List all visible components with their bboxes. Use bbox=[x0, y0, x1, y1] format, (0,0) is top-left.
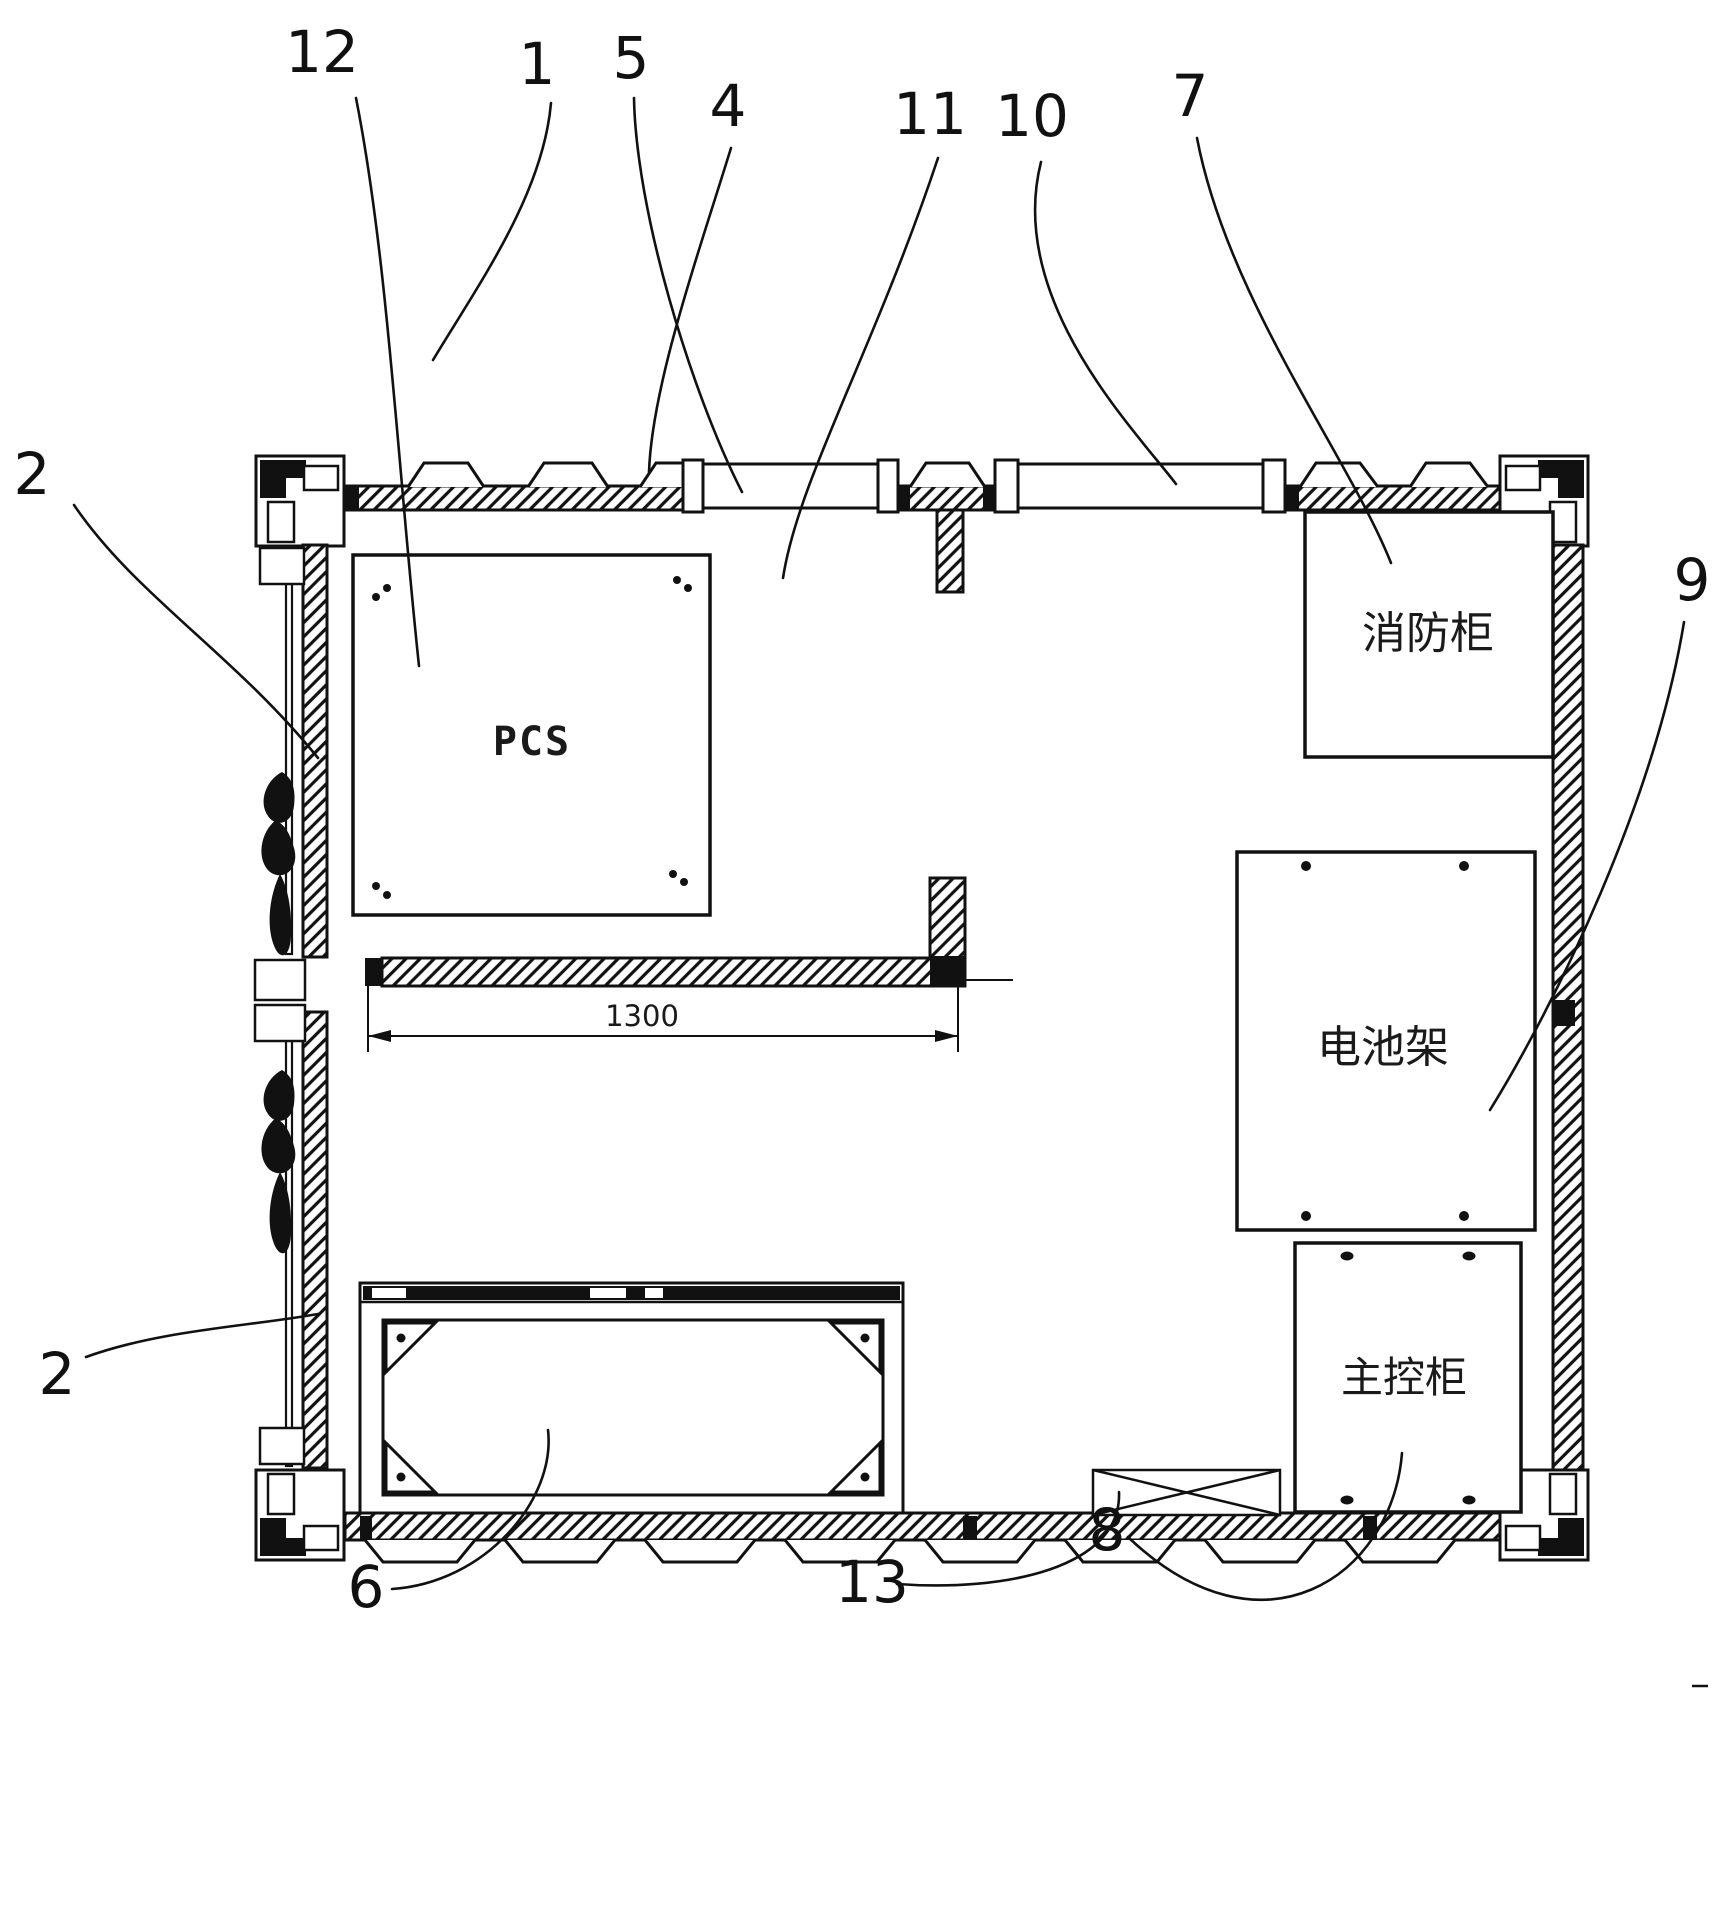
leader-line-7 bbox=[1195, 136, 1393, 565]
callout-numbers: 12 1 5 4 11 10 7 2 9 2 6 13 8 bbox=[14, 18, 1711, 1621]
callout-9: 9 bbox=[1674, 546, 1711, 614]
corrugation-bump bbox=[503, 1539, 617, 1564]
corner-fitting-top-left bbox=[254, 454, 346, 548]
bolt-marks bbox=[396, 1333, 870, 1482]
door-jamb bbox=[1261, 458, 1287, 514]
fire-cabinet: 消防柜 bbox=[1303, 510, 1555, 759]
door-latch-block bbox=[253, 1003, 307, 1043]
door-opening-top-right bbox=[993, 458, 1287, 514]
callout-2-upper: 2 bbox=[14, 440, 51, 508]
partition-horizontal bbox=[380, 956, 967, 988]
partition-stub-lower bbox=[928, 876, 967, 962]
corrugation-bump bbox=[526, 461, 610, 488]
corrugation-bump bbox=[643, 1539, 757, 1564]
callout-2-lower: 2 bbox=[39, 1340, 76, 1408]
leader-line-9 bbox=[1488, 620, 1686, 1112]
callout-1: 1 bbox=[519, 30, 556, 98]
dimension-value: 1300 bbox=[605, 999, 679, 1033]
door-jamb bbox=[993, 458, 1020, 514]
callout-8: 8 bbox=[1089, 1496, 1126, 1564]
battery-rack: 电池架 bbox=[1235, 850, 1537, 1232]
leader-lines bbox=[72, 96, 1686, 1601]
leader-line-13 bbox=[895, 1490, 1121, 1587]
bolt-marks bbox=[1340, 1251, 1476, 1505]
corrugation-bump bbox=[1203, 1539, 1317, 1564]
leader-line-2-lower bbox=[84, 1312, 320, 1359]
callout-12: 12 bbox=[285, 18, 359, 86]
pcs-label: PCS bbox=[493, 719, 571, 765]
leader-line-6 bbox=[390, 1428, 550, 1591]
corrugation-bump bbox=[1298, 461, 1380, 488]
door-leaf bbox=[1016, 462, 1265, 510]
leader-line-1 bbox=[431, 101, 553, 362]
main-control-cabinet: 主控柜 bbox=[1293, 1241, 1523, 1514]
corrugation-bump bbox=[363, 1539, 477, 1564]
door-leaf bbox=[701, 462, 880, 510]
corrugation-bump bbox=[1408, 461, 1490, 488]
door-jamb bbox=[681, 458, 705, 514]
right-wall bbox=[1551, 543, 1585, 1472]
callout-11: 11 bbox=[893, 80, 967, 148]
fire-cabinet-label: 消防柜 bbox=[1362, 608, 1494, 659]
door-hinge-block bbox=[258, 1426, 306, 1466]
dimension-1300: 1300 bbox=[367, 986, 959, 1052]
corrugation-bump bbox=[1343, 1539, 1457, 1564]
wall-joint-mark bbox=[1553, 1000, 1575, 1026]
bolt-marks bbox=[372, 576, 692, 899]
callout-6: 6 bbox=[348, 1553, 385, 1621]
callout-5: 5 bbox=[613, 24, 650, 92]
leader-line-8 bbox=[1126, 1451, 1404, 1601]
corrugation-bump bbox=[908, 461, 987, 488]
hvac-unit bbox=[358, 1281, 905, 1515]
partition-stub-upper bbox=[935, 508, 965, 594]
callout-13: 13 bbox=[835, 1548, 909, 1616]
leader-line-2-upper bbox=[72, 503, 320, 760]
bottom-wall bbox=[343, 1511, 1502, 1564]
callout-10: 10 bbox=[995, 82, 1069, 150]
corner-fitting-bottom-left bbox=[254, 1468, 346, 1562]
door-jamb bbox=[876, 458, 900, 514]
top-wall bbox=[343, 461, 1502, 512]
battery-rack-label: 电池架 bbox=[1317, 1022, 1449, 1073]
bolt-marks bbox=[1301, 861, 1469, 1221]
leader-line-12 bbox=[354, 96, 421, 668]
leader-line-11 bbox=[781, 156, 940, 580]
door-latch-block bbox=[253, 958, 307, 1002]
corrugation-bump bbox=[923, 1539, 1037, 1564]
vent-box bbox=[1091, 1468, 1282, 1517]
callout-4: 4 bbox=[710, 72, 747, 140]
callout-7: 7 bbox=[1172, 62, 1209, 130]
pcs-cabinet: PCS bbox=[351, 553, 712, 917]
main-control-cabinet-label: 主控柜 bbox=[1341, 1353, 1467, 1402]
door-hinge-block bbox=[258, 546, 306, 586]
leader-line-5 bbox=[632, 96, 744, 494]
leader-line-4 bbox=[647, 146, 733, 474]
partition-wall bbox=[365, 508, 1013, 988]
leader-line-10 bbox=[1033, 160, 1178, 486]
door-opening-top-left bbox=[681, 458, 900, 514]
corrugation-bump bbox=[783, 1539, 897, 1564]
corrugation-bump bbox=[406, 461, 486, 488]
